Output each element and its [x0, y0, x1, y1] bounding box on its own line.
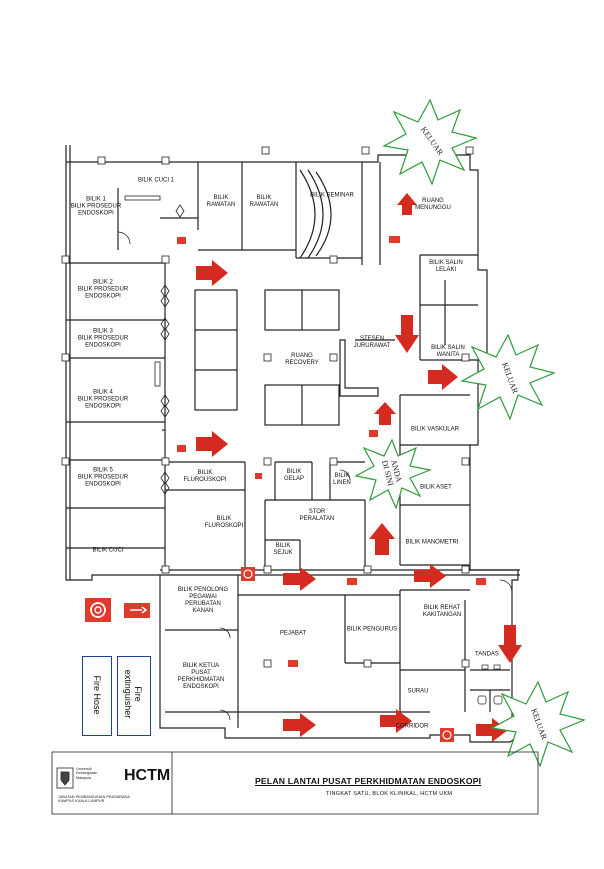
door-symbols: [117, 195, 513, 721]
room-label: BILIK FLUROSKOPI: [204, 516, 244, 529]
arrow-down: [395, 315, 419, 353]
arrow-right: [428, 364, 458, 390]
room-label: SURAU: [407, 688, 429, 695]
room-label: BILIK CUCI: [92, 547, 124, 554]
evacuation-arrows: [196, 193, 522, 742]
columns: [61, 146, 474, 668]
room-label: BILIK 2 BILIK PROSEDUR ENDOSKOPI: [77, 279, 129, 300]
legend-fire-hose-box: [82, 656, 112, 736]
fire-hose-icon: [85, 598, 111, 622]
arrow-right: [414, 564, 446, 588]
legend-fire-hose-label: Fire Hose: [92, 675, 102, 715]
arrow-right: [196, 431, 228, 457]
plan-subtitle: TINGKAT SATU, BLOK KLINIKAL, HCTM UKM: [326, 791, 453, 797]
legend-fire-extinguisher-label: Fire extinguisher: [123, 669, 143, 719]
room-label: STOR PERALATAN: [299, 509, 335, 522]
exit-burst-bottom: [490, 680, 586, 768]
arrow-down: [498, 625, 522, 663]
arrow-up: [397, 193, 417, 215]
footer-frame: [51, 751, 539, 815]
room-label: TANDAS: [475, 651, 499, 658]
arrow-right: [380, 709, 412, 733]
room-label: BILIK RAWATAN: [206, 195, 236, 208]
room-label: BILIK 5 BILIK PROSEDUR ENDOSKOPI: [77, 467, 129, 488]
arrow-up: [369, 523, 395, 555]
crest-text: Universiti Kebangsaan Malaysia: [76, 767, 98, 780]
room-label: BILIK KETUA PUSAT PERKHIDMATAN ENDOSKOPI: [177, 663, 225, 690]
arrow-up: [374, 402, 396, 425]
room-label: BILIK GELAP: [283, 469, 305, 482]
room-label: BILIK SEJUK: [273, 543, 293, 556]
room-label: BILIK 4 BILIK PROSEDUR ENDOSKOPI: [77, 389, 129, 410]
room-label: CORRIDOR: [395, 723, 429, 730]
fire-hose-markers: [241, 567, 454, 742]
room-label: BILIK PENOLONG PEGAWAI PERUBATAN KANAN: [177, 587, 229, 614]
legend-icons: [85, 598, 150, 622]
fire-extinguisher-markers: [177, 236, 486, 667]
room-label: BILIK SALIN LELAKI: [429, 260, 463, 273]
hctm-logo: HCTM: [124, 767, 171, 784]
room-label: BILIK MANOMETRI: [405, 539, 459, 546]
walls: [65, 145, 521, 743]
room-label: RUANG RECOVERY: [285, 353, 319, 366]
room-label: BILIK SEMINAR: [310, 192, 354, 199]
you-are-here-burst: [354, 438, 433, 510]
room-label: BILIK PENGURUS: [346, 626, 398, 633]
arrow-right: [283, 567, 316, 591]
room-label: BILIK 3 BILIK PROSEDUR ENDOSKOPI: [77, 328, 129, 349]
room-label: BILIK RAWATAN: [249, 195, 279, 208]
legend-fire-extinguisher-box: [117, 656, 151, 736]
exit-bursts: [354, 98, 586, 768]
toilet-fixtures: [477, 664, 503, 705]
room-label: BILIK SALIN WANITA: [431, 345, 465, 358]
dept-text: JABATAN PEMBANGUNAN PRASARANA KAMPUS KUA…: [58, 795, 130, 804]
arrow-right: [283, 713, 316, 737]
room-label: BILIK LINEN: [333, 473, 351, 486]
room-label: BILIK 1 BILIK PROSEDUR ENDOSKOPI: [70, 196, 122, 217]
plan-title: PELAN LANTAI PUSAT PERKHIDMATAN ENDOSKOP…: [255, 776, 482, 786]
room-label: BILIK ASET: [420, 484, 452, 491]
room-label: PEJABAT: [279, 630, 307, 637]
room-label: BILIK CUCI 1: [137, 177, 175, 184]
room-label: BILIK REHAT KAKITANGAN: [422, 605, 462, 618]
room-label: BILIK FLUROUSKOPI: [183, 470, 227, 483]
room-label: STESEN JURURAWAT: [353, 336, 391, 349]
arrow-right: [196, 260, 228, 286]
room-label: RUANG MENUNGGU: [415, 198, 451, 211]
exit-burst-right: [460, 333, 556, 421]
exit-burst-top: [382, 98, 478, 186]
room-label: BILIK VASKULAR: [411, 426, 459, 433]
